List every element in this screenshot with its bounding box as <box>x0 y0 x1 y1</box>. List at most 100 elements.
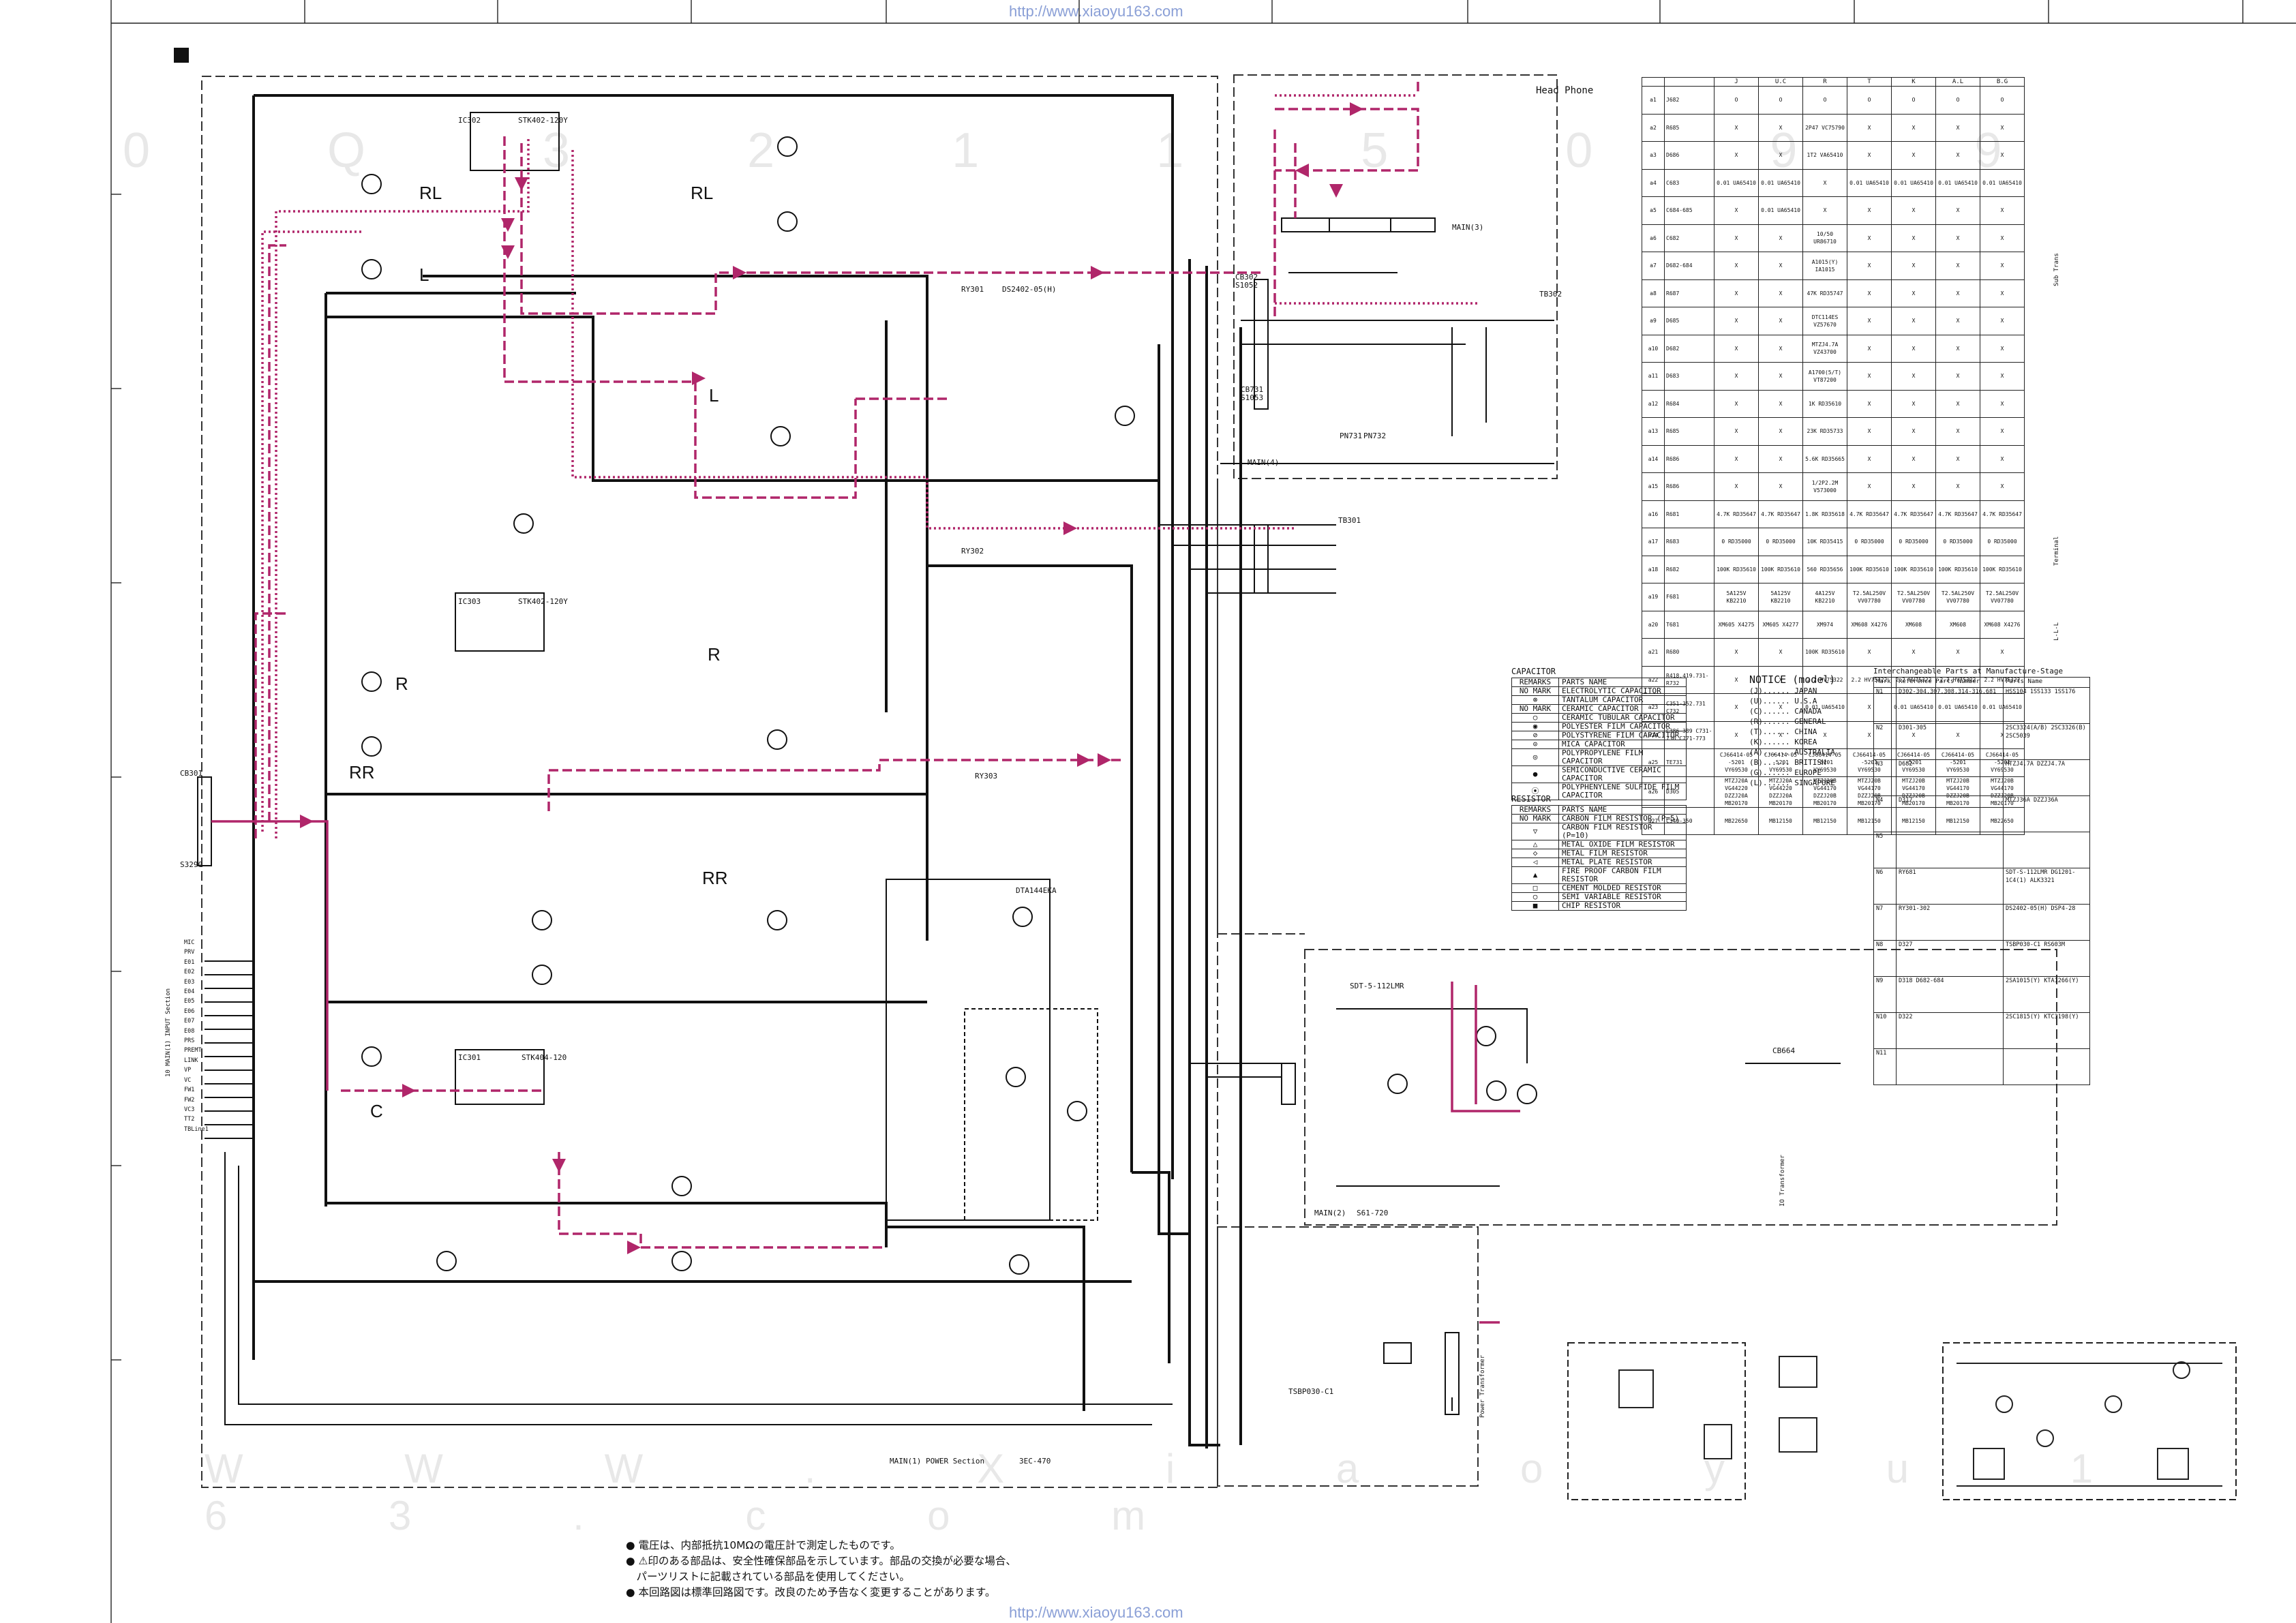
interchangeable-cell: MTZJ36A DZZJ36A <box>2003 795 2090 832</box>
variant-header-cell: K <box>1891 77 1936 87</box>
legend-part-name: FIRE PROOF CARBON FILM RESISTOR <box>1558 866 1687 884</box>
variant-cell: 4.7K RD35647 <box>1980 500 2025 528</box>
variant-cell: DTC114ES VZ57670 <box>1802 307 1847 335</box>
table-row: ◉POLYESTER FILM CAPACITOR <box>1511 722 1687 731</box>
variant-cell: O <box>1847 86 1892 115</box>
variant-cell: X <box>1935 113 1980 142</box>
main2-code: S61-720 <box>1357 1209 1389 1217</box>
variant-cell: X <box>1714 417 1759 446</box>
signal-arrows <box>300 102 1363 1254</box>
ic301-label: IC302 <box>458 116 481 125</box>
variant-cell: X <box>1714 307 1759 335</box>
cb301-label: CB301 <box>180 769 203 778</box>
interchangeable-header-cell: Mark <box>1873 677 1897 688</box>
input-pin-label: TT2 <box>184 1116 195 1123</box>
signal-path-solid <box>211 820 1520 1324</box>
table-row: ◁METAL PLATE RESISTOR <box>1511 858 1687 867</box>
variant-cell: 0.01 UA65410 <box>1758 168 1803 197</box>
variant-cell: MTZJ20A VG44220 DZZJ20A MB20170 <box>1714 776 1759 808</box>
legend-part-name: ELECTROLYTIC CAPACITOR <box>1558 686 1687 696</box>
variant-cell: 5.6K RD35665 <box>1802 444 1847 473</box>
variant-cell: X <box>1802 721 1847 749</box>
legend-symbol: ■ <box>1511 901 1559 911</box>
variant-cell: X <box>1980 472 2025 501</box>
variant-cell: 0.01 UA65410 <box>1714 168 1759 197</box>
interchangeable-title: Interchangeable Parts at Manufacture-Sta… <box>1873 667 2064 676</box>
variant-cell: D682-684 <box>1664 252 1715 280</box>
variant-cell: X <box>1935 252 1980 280</box>
legend-symbol: ○ <box>1511 892 1559 902</box>
interchangeable-cell: D301-305 <box>1896 723 2004 760</box>
main3-label: MAIN(3) <box>1452 223 1484 232</box>
power-section-label: MAIN(1) POWER Section <box>890 1457 985 1466</box>
input-pin-label: E01 <box>184 958 195 966</box>
tb302-label: TB302 <box>1539 290 1562 299</box>
variant-cell: R681 <box>1664 500 1715 528</box>
variant-cell: X <box>1758 389 1803 418</box>
interchangeable-cell: RY301-302 <box>1896 904 2004 941</box>
japanese-notes: ● 電圧は、内部抵抗10MΩの電圧計で測定したものです。 ● ⚠印のある部品は、… <box>626 1538 1016 1601</box>
variant-cell: a15 <box>1642 472 1665 501</box>
variant-header-cell: A.L <box>1935 77 1980 87</box>
variant-cell: 100K RD35610 <box>1758 555 1803 583</box>
variant-cell: a3 <box>1642 141 1665 170</box>
variant-cell: X <box>1980 307 2025 335</box>
variant-cell: XM608 <box>1935 610 1980 639</box>
variant-cell: MTZJ4.7A VZ43700 <box>1802 334 1847 363</box>
variant-cell: C682 <box>1664 224 1715 252</box>
legend-header-remarks: REMARKS <box>1511 805 1559 815</box>
source-url-top[interactable]: http://www.xiaoyu163.com <box>1009 3 1183 20</box>
channel-label-rr-2: RR <box>702 868 728 888</box>
source-url-bottom[interactable]: http://www.xiaoyu163.com <box>1009 1604 1183 1621</box>
interchangeable-cell: DS2402-05(H) DSP4-28 <box>2003 904 2090 941</box>
interchangeable-cell <box>2003 832 2090 868</box>
variant-cell: X <box>1980 252 2025 280</box>
interchangeable-cell <box>2003 1048 2090 1085</box>
variant-cell: 100K RD35610 <box>1980 555 2025 583</box>
variant-cell: a11 <box>1642 362 1665 391</box>
variant-cell: MTZJ20A VG44220 DZZJ20A MB20170 <box>1758 776 1803 808</box>
interchangeable-header-cell: Reference Parts Number <box>1896 677 2004 688</box>
notice-item: (A)...... AUSTRALIA <box>1749 748 1835 757</box>
variant-cell: D685 <box>1664 307 1715 335</box>
variant-cell: a19 <box>1642 583 1665 611</box>
table-row: ⊘POLYSTYRENE FILM CAPACITOR <box>1511 731 1687 740</box>
variant-cell: X <box>1935 362 1980 391</box>
variant-cell: X <box>1714 389 1759 418</box>
variant-cell: 0 RD35000 <box>1758 528 1803 556</box>
variant-header-cell: T <box>1847 77 1892 87</box>
dta144-label: DTA144EKA <box>1016 886 1057 895</box>
variant-cell: X <box>1714 252 1759 280</box>
interchangeable-cell: N2 <box>1873 723 1897 760</box>
legend-symbol: ⊘ <box>1511 731 1559 740</box>
input-pin-label: E08 <box>184 1027 195 1035</box>
notice-item: (C)...... CANADA <box>1749 707 1822 716</box>
variant-cell: C684-685 <box>1664 196 1715 225</box>
variant-cell: MTZJ20B VG44170 DZZJ20B MB20170 <box>1802 776 1847 808</box>
variant-cell: 4.7K RD35647 <box>1891 500 1936 528</box>
variant-cell: a13 <box>1642 417 1665 446</box>
tb301-label: TB301 <box>1338 516 1361 525</box>
variant-cell: X <box>1802 196 1847 225</box>
notice-item: (G)...... EUROPE <box>1749 768 1822 777</box>
variant-cell: X <box>1758 693 1803 722</box>
input-pin-label: E05 <box>184 998 195 1005</box>
legend-symbol: △ <box>1511 840 1559 849</box>
variant-cell: XM608 X4276 <box>1847 610 1892 639</box>
variant-header-cell: B.G <box>1980 77 2025 87</box>
cb302-label: CB302 <box>1235 273 1258 282</box>
legend-symbol: ◁ <box>1511 858 1559 867</box>
legend-part-name: MICA CAPACITOR <box>1558 740 1687 749</box>
variant-cell: a17 <box>1642 528 1665 556</box>
